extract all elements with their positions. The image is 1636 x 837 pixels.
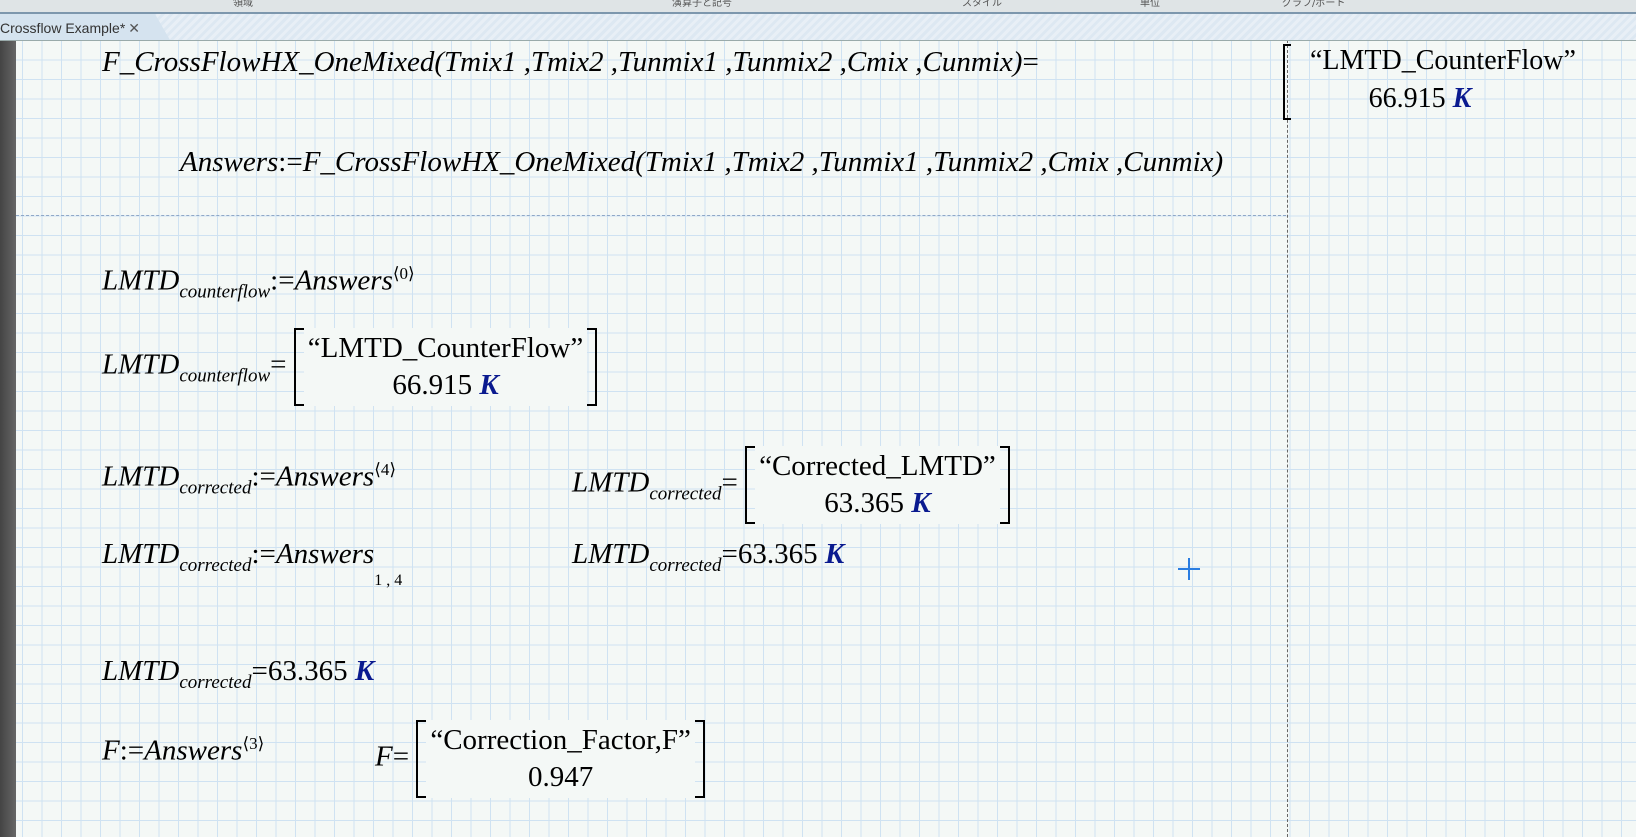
lmtd-counterflow-definition[interactable]: LMTDcounterflow:=Answers⟨0⟩	[102, 264, 415, 304]
column-index: ⟨3⟩	[242, 734, 265, 753]
operator: :=	[251, 460, 276, 493]
lmtd-corrected-definition-column[interactable]: LMTDcorrected:=Answers⟨4⟩	[102, 460, 396, 500]
ribbon-operators[interactable]: 演算子と記号	[672, 0, 732, 9]
operator: :=	[270, 264, 295, 297]
operator: :=	[278, 146, 303, 178]
value: 63.365	[267, 655, 348, 687]
lmtd-corrected-definition-index[interactable]: LMTDcorrected:=Answers 1 , 4	[102, 538, 402, 590]
operator: =	[721, 538, 738, 570]
variable: LMTD	[572, 538, 650, 570]
ribbon-units[interactable]: 単位	[1140, 0, 1160, 9]
variable: LMTD	[572, 466, 650, 499]
page-break-vertical	[1287, 40, 1288, 837]
variable: LMTD	[102, 460, 180, 493]
matrix-string: “LMTD_CounterFlow”	[307, 332, 584, 364]
value: 63.365	[737, 538, 818, 570]
operator: :=	[119, 734, 145, 767]
matrix-value: 0.947	[527, 761, 594, 793]
subscript: corrected	[179, 555, 252, 576]
operator: =	[270, 348, 287, 381]
unit-kelvin: K	[824, 538, 845, 570]
variable: Answers	[275, 538, 375, 570]
variable: LMTD	[102, 538, 180, 570]
function-args: (Tmix1 ,Tmix2 ,Tunmix1 ,Tunmix2 ,Cmix ,C…	[635, 146, 1224, 178]
f-definition[interactable]: F:=Answers⟨3⟩	[102, 734, 264, 768]
ribbon-regions[interactable]: 領域	[233, 0, 253, 9]
variable: LMTD	[102, 264, 180, 297]
subscript: corrected	[179, 477, 252, 499]
unit-kelvin: K	[1452, 83, 1472, 114]
variable: Answers	[144, 734, 243, 767]
ribbon-plots[interactable]: グラフ/ポート	[1282, 0, 1346, 9]
variable: LMTD	[102, 348, 180, 381]
matrix-string: “Correction_Factor,F”	[430, 724, 691, 756]
operator: =	[251, 655, 268, 687]
close-icon[interactable]: ✕	[128, 20, 140, 36]
page-break-horizontal	[16, 215, 1286, 216]
variable: LMTD	[102, 655, 180, 687]
matrix-index: 1 , 4	[374, 572, 403, 589]
variable: Answers	[180, 146, 279, 178]
matrix-string: “LMTD_CounterFlow”	[1310, 45, 1576, 76]
function-name: F_CrossFlowHX_OneMixed	[302, 146, 636, 178]
matrix-value: 66.915	[1368, 83, 1446, 114]
operator: =	[392, 740, 410, 773]
left-margin	[0, 40, 16, 837]
function-name: F_CrossFlowHX_OneMixed	[102, 46, 435, 78]
ribbon-style[interactable]: スタイル	[962, 0, 1002, 9]
unit-kelvin: K	[479, 369, 499, 401]
variable: Answers	[275, 460, 375, 493]
matrix-value: 63.365	[824, 487, 905, 519]
ribbon: 領域 演算子と記号 スタイル 単位 グラフ/ポート	[0, 0, 1636, 14]
column-index: ⟨0⟩	[392, 264, 415, 283]
lmtd-corrected-evaluation-2[interactable]: LMTDcorrected=63.365 K	[102, 655, 374, 694]
subscript: counterflow	[179, 281, 271, 303]
operator: :=	[251, 538, 276, 570]
f-evaluation[interactable]: F= “Correction_Factor,F” 0.947	[375, 720, 705, 798]
subscript: corrected	[649, 555, 722, 576]
function-result-matrix: “LMTD_CounterFlow” 66.915 K	[1310, 42, 1576, 118]
result-matrix: “Correction_Factor,F” 0.947	[416, 720, 705, 798]
variable: F	[375, 740, 393, 773]
answers-definition[interactable]: Answers:=F_CrossFlowHX_OneMixed(Tmix1 ,T…	[180, 146, 1223, 179]
matrix-string: “Corrected_LMTD”	[759, 450, 996, 482]
function-eval-region[interactable]: F_CrossFlowHX_OneMixed(Tmix1 ,Tmix2 ,Tun…	[102, 46, 1039, 79]
operator: =	[721, 466, 738, 499]
result-matrix: “Corrected_LMTD” 63.365 K	[745, 446, 1010, 524]
crosshair-cursor	[1178, 558, 1200, 580]
lmtd-corrected-evaluation-scalar[interactable]: LMTDcorrected=63.365 K	[572, 538, 844, 577]
tab-bar: Crossflow Example*✕	[0, 14, 1636, 41]
function-args: (Tmix1 ,Tmix2 ,Tunmix1 ,Tunmix2 ,Cmix ,C…	[434, 46, 1023, 78]
tab-crossflow-example[interactable]: Crossflow Example*✕	[0, 14, 170, 40]
lmtd-counterflow-evaluation[interactable]: LMTDcounterflow= “LMTD_CounterFlow” 66.91…	[102, 328, 598, 406]
operator: =	[1022, 46, 1039, 78]
subscript: corrected	[179, 672, 252, 693]
subscript: counterflow	[179, 365, 271, 387]
worksheet[interactable]	[16, 40, 1636, 837]
tab-title: Crossflow Example*	[0, 20, 126, 36]
matrix-value: 66.915	[392, 369, 473, 401]
variable: F	[102, 734, 120, 767]
lmtd-corrected-evaluation-matrix[interactable]: LMTDcorrected= “Corrected_LMTD” 63.365 K	[572, 446, 1010, 524]
column-index: ⟨4⟩	[374, 460, 396, 479]
variable: Answers	[294, 264, 393, 297]
subscript: corrected	[649, 483, 722, 505]
unit-kelvin: K	[911, 487, 931, 519]
result-matrix: “LMTD_CounterFlow” 66.915 K	[293, 328, 598, 406]
unit-kelvin: K	[354, 655, 375, 687]
matrix-bracket	[1283, 44, 1291, 120]
